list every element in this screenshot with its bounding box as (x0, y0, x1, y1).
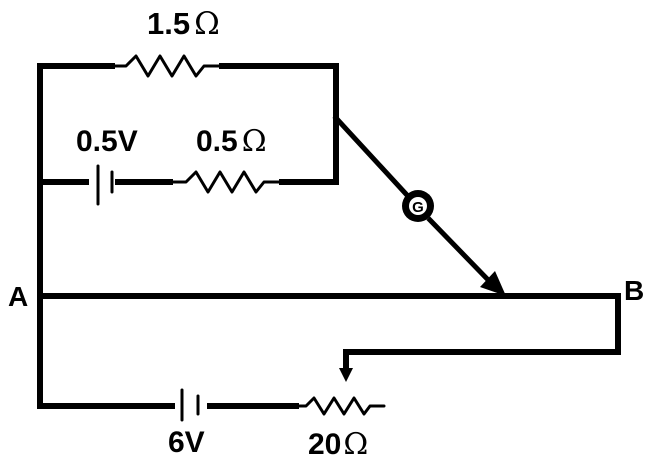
battery-voltage-label: 6V (168, 426, 205, 459)
cell-6v (180, 388, 200, 422)
cell-voltage-label: 0.5V (76, 125, 138, 158)
rheostat-20-ohm (294, 396, 386, 416)
galvanometer-inner (409, 197, 427, 215)
cell-0-5v (96, 164, 114, 206)
point-a-label: A (8, 281, 28, 312)
galvanometer-label: G (412, 199, 424, 216)
jockey-arrowhead (480, 271, 506, 296)
point-b-label: B (624, 275, 644, 306)
rheostat-label: 20Ω (308, 427, 368, 462)
potentiometer-wire (37, 293, 621, 375)
galvanometer-wire (332, 114, 498, 290)
resistor-1-5-ohm (110, 54, 224, 78)
sliding-contact-arrowhead (339, 368, 353, 382)
top-branch-wire (37, 63, 339, 183)
resistor-0-5-ohm (168, 170, 284, 194)
